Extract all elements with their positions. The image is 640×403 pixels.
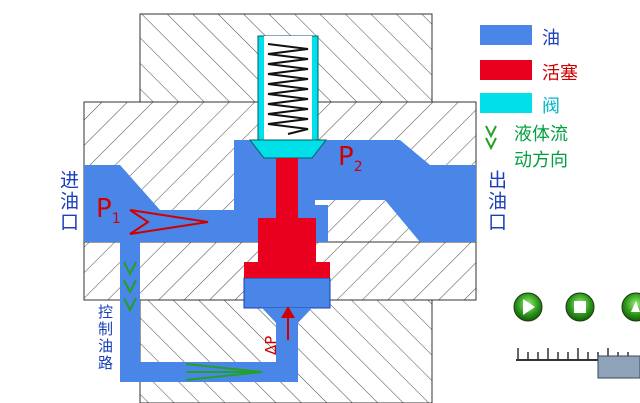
- valve-seat: [248, 139, 328, 159]
- legend-flow-label-line2: 动方向: [514, 150, 568, 171]
- spring-housing: [248, 35, 328, 159]
- lower-chamber: [243, 277, 331, 309]
- control-line: [120, 242, 298, 382]
- control-line-label: 控制油路: [96, 304, 114, 372]
- legend-valve-label: 阀: [542, 96, 560, 117]
- inlet-flow-arrow: [129, 209, 209, 235]
- delta-p-arrow: [281, 306, 295, 340]
- player-controls: [513, 292, 640, 379]
- legend-flow-label-line1: 液体流: [514, 124, 568, 145]
- p1-label-main: P: [96, 194, 112, 224]
- oil-passages: [84, 140, 476, 382]
- p1-label: P1: [96, 194, 121, 227]
- progress-scale[interactable]: [516, 348, 640, 379]
- play-icon: [523, 299, 535, 315]
- legend-oil-swatch: [480, 25, 532, 45]
- legend-piston-swatch: [480, 60, 532, 80]
- p1-label-sub: 1: [111, 211, 121, 228]
- legend-swatches: [480, 25, 532, 151]
- next-button[interactable]: [621, 292, 640, 322]
- progress-slider-handle[interactable]: [597, 355, 640, 379]
- flow-arrows: [123, 209, 295, 381]
- inlet-label: 进油口: [57, 170, 79, 233]
- stop-button[interactable]: [565, 292, 595, 322]
- play-button[interactable]: [513, 292, 543, 322]
- piston: [244, 158, 330, 278]
- p2-label-sub: 2: [353, 159, 363, 176]
- delta-p-label: ΔP: [262, 335, 280, 355]
- control-flow-arrows-horizontal: [185, 363, 263, 381]
- p2-label-main: P: [338, 142, 354, 172]
- next-icon: [631, 301, 640, 312]
- outlet-label: 出油口: [485, 170, 507, 233]
- legend-flow-arrow-icon: [485, 125, 497, 151]
- legend-piston-label: 活塞: [542, 63, 578, 84]
- stop-icon: [574, 301, 586, 313]
- control-flow-arrows-vertical: [123, 261, 137, 313]
- legend-valve-swatch: [480, 93, 532, 113]
- legend-oil-label: 油: [542, 28, 560, 49]
- spring: [267, 43, 309, 135]
- p2-label: P2: [338, 142, 363, 175]
